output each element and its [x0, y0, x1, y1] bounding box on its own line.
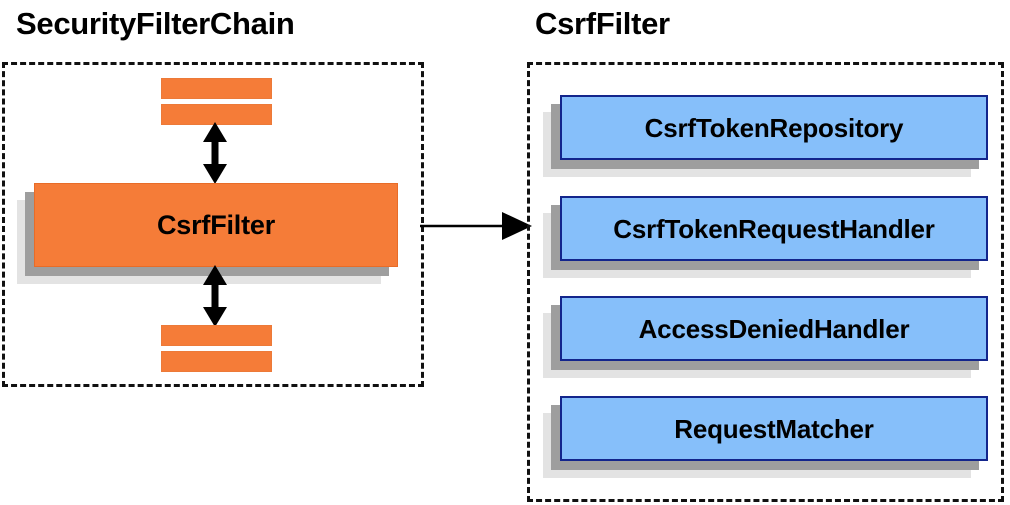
component-box-label: RequestMatcher	[674, 413, 874, 444]
filter-bar-bottom-2	[161, 351, 272, 372]
arrow-down-double-icon	[203, 265, 227, 327]
filter-bar-bottom-1	[161, 325, 272, 346]
component-box-face: AccessDeniedHandler	[560, 296, 988, 361]
csrf-filter-panel	[527, 62, 1004, 502]
filter-bar-top-1	[161, 78, 272, 99]
component-box-access-denied-handler[interactable]: AccessDeniedHandler	[543, 296, 988, 378]
component-box-request-matcher[interactable]: RequestMatcher	[543, 396, 988, 478]
csrf-filter-box[interactable]: CsrfFilter	[17, 183, 398, 284]
component-box-label: CsrfTokenRepository	[644, 112, 904, 143]
csrf-filter-box-label: CsrfFilter	[156, 209, 276, 240]
component-box-face: RequestMatcher	[560, 396, 988, 461]
component-box-csrf-token-request-handler[interactable]: CsrfTokenRequestHandler	[543, 196, 988, 278]
connector-arrow-right-icon	[420, 212, 532, 240]
arrow-up-double-icon	[203, 122, 227, 184]
csrf-filter-box-face: CsrfFilter	[34, 183, 398, 267]
component-box-face: CsrfTokenRequestHandler	[560, 196, 988, 261]
component-box-csrf-token-repository[interactable]: CsrfTokenRepository	[543, 95, 988, 177]
component-box-face: CsrfTokenRepository	[560, 95, 988, 160]
component-box-label: AccessDeniedHandler	[638, 313, 910, 344]
security-filter-chain-panel	[2, 62, 424, 387]
page-title-security-filter-chain: SecurityFilterChain	[16, 6, 295, 41]
component-box-label: CsrfTokenRequestHandler	[613, 213, 935, 244]
page-title-csrf-filter: CsrfFilter	[535, 6, 670, 41]
